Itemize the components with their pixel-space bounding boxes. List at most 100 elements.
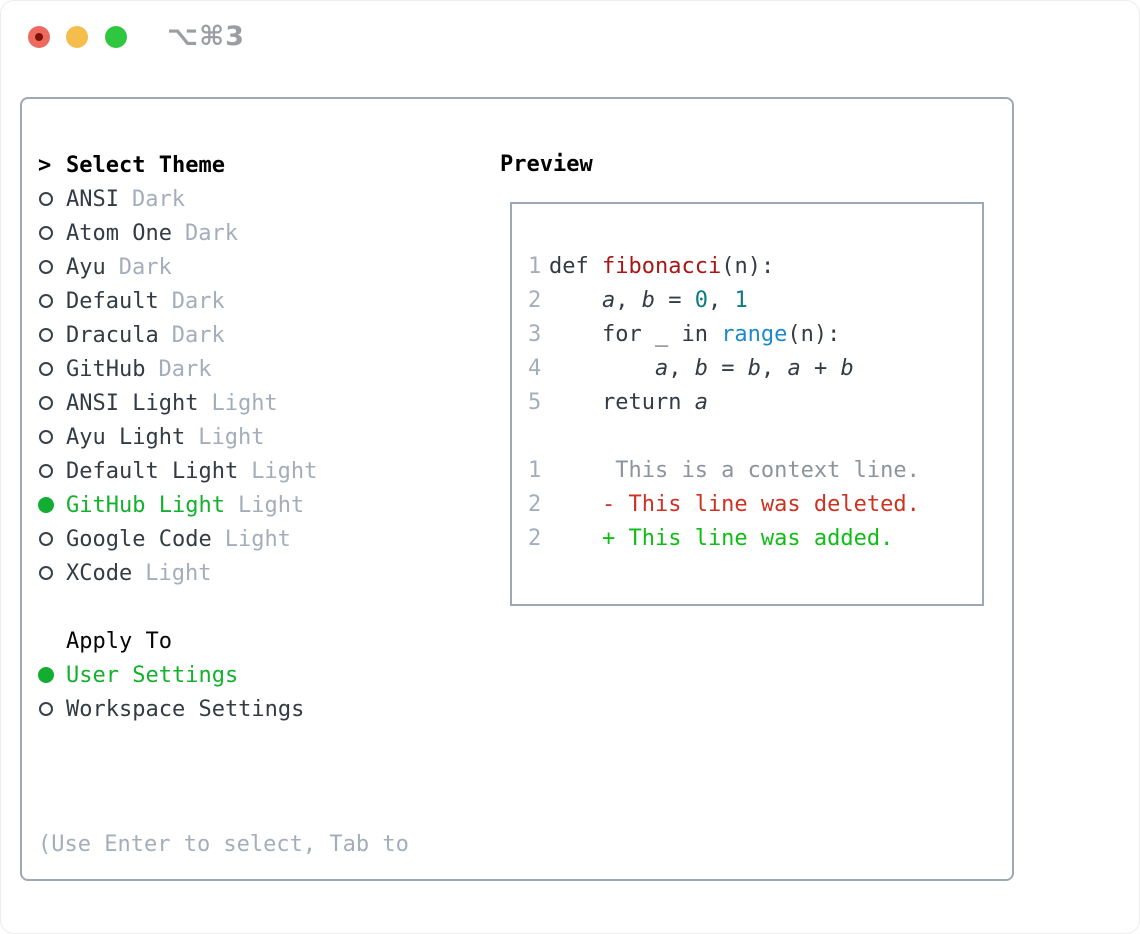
theme-name: ANSI Light [66,390,199,416]
line-number: 5 [528,390,542,415]
line-number: 2 [528,492,542,517]
radio-selected-icon [38,667,54,683]
theme-variant-badge: Dark [171,288,225,314]
theme-variant-badge: Dark [118,254,172,280]
theme-name: Ayu Light [66,424,186,450]
radio-indicator [38,328,66,342]
theme-name: GitHub Light [66,492,225,518]
theme-option-ayu[interactable]: Ayu Dark [38,250,488,284]
code-segment: b [840,356,854,381]
code-line [528,420,920,454]
apply-to-title: Apply To [66,628,172,654]
code-line: 4 a, b = b, a + b [528,352,920,386]
radio-indicator [38,396,66,410]
theme-name: Atom One [66,220,172,246]
apply-option-user-settings[interactable]: User Settings [38,658,488,692]
focus-cursor: > [38,153,66,178]
code-segment: 1 [734,288,748,313]
radio-unselected-icon [39,362,53,376]
code-segment: b [694,356,708,381]
radio-unselected-icon [39,702,53,716]
code-line: 5 return a [528,386,920,420]
apply-option-name: User Settings [66,662,239,688]
radio-unselected-icon [39,226,53,240]
select-theme-header: >Select Theme [38,148,488,182]
hint-text: (Use Enter to select, Tab to change focu… [38,760,409,934]
code-segment: , [707,288,735,313]
theme-name: Ayu [66,254,106,280]
code-segment [549,288,602,313]
radio-indicator [38,260,66,274]
window-title: ⌥⌘3 [167,21,245,52]
code-segment: fibonacci [601,254,722,279]
code-segment: - This line was deleted. [549,492,920,517]
theme-option-ansi-light[interactable]: ANSI Light Light [38,386,488,420]
code-segment: = [654,288,695,313]
theme-name: Google Code [66,526,212,552]
radio-indicator [38,192,66,206]
theme-name: ANSI [66,186,119,212]
code-segment: (n): [721,254,775,279]
radio-unselected-icon [39,532,53,546]
code-segment: + This line was added. [549,526,894,551]
line-number: 4 [528,356,542,381]
theme-variant-badge: Light [211,390,278,416]
code-segment: = [707,356,748,381]
code-line: 2 a, b = 0, 1 [528,284,920,318]
code-segment: a [787,356,801,381]
code-segment: + [800,356,841,381]
code-segment: a [601,288,616,313]
line-number: 2 [528,526,542,551]
code-segment: (n): [787,322,841,347]
close-button[interactable] [28,26,50,48]
radio-indicator [38,497,66,513]
hint-line: change focus) [38,930,409,934]
radio-unselected-icon [39,464,53,478]
code-line: 3 for _ in range(n): [528,318,920,352]
theme-variant-badge: Light [145,560,212,586]
radio-indicator [38,362,66,376]
code-segment: , [668,356,695,381]
code-segment: a [694,390,708,415]
spacer-row [38,590,488,624]
theme-option-xcode[interactable]: XCode Light [38,556,488,590]
apply-option-name: Workspace Settings [66,696,305,722]
code-segment: def [549,254,602,279]
hint-line: (Use Enter to select, Tab to [38,832,409,857]
theme-name: XCode [66,560,133,586]
code-line: 2 + This line was added. [528,522,920,556]
code-segment: b [747,356,761,381]
code-segment: 0 [694,288,708,313]
radio-unselected-icon [39,294,53,308]
line-number: 3 [528,322,542,347]
code-segment: range [721,322,788,347]
code-segment: This is a context line. [549,458,920,483]
minimize-button[interactable] [66,26,88,48]
code-segment: b [641,288,655,313]
select-theme-title: Select Theme [66,152,225,178]
radio-unselected-icon [39,328,53,342]
zoom-button[interactable] [105,26,127,48]
radio-indicator [38,702,66,716]
apply-option-workspace-settings[interactable]: Workspace Settings [38,692,488,726]
theme-variant-badge: Dark [171,322,225,348]
code-line: 1 This is a context line. [528,454,920,488]
radio-indicator [38,667,66,683]
code-line: 2 - This line was deleted. [528,488,920,522]
radio-unselected-icon [39,396,53,410]
theme-name: Default Light [66,458,239,484]
